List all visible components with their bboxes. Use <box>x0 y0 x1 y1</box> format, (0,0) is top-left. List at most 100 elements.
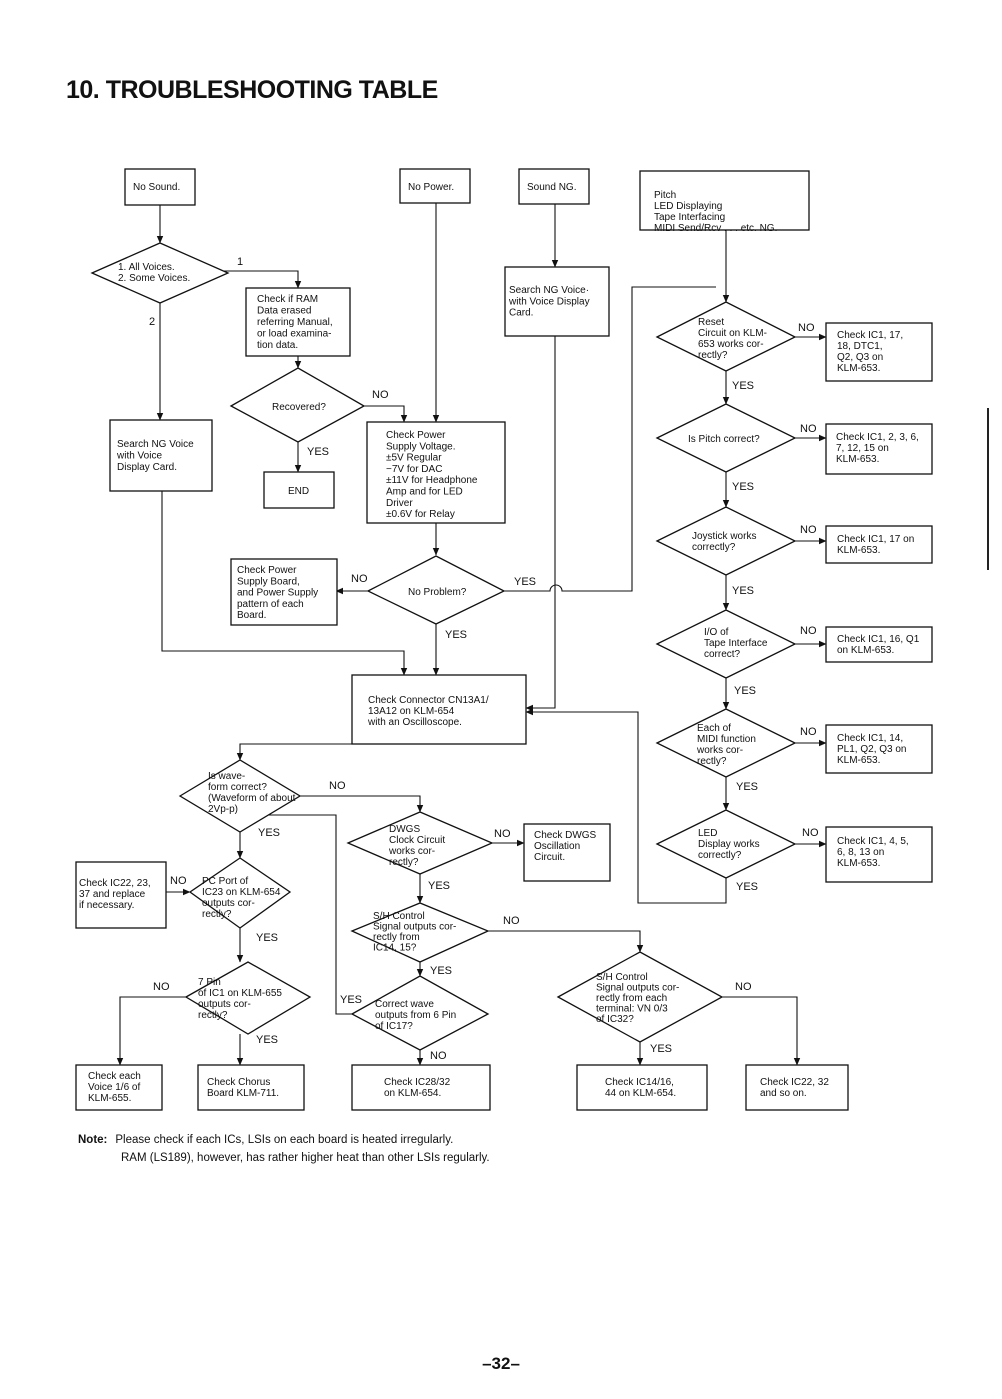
node-text-line: if necessary. <box>79 900 134 911</box>
node-text: No Problem? <box>408 587 467 598</box>
node-text-line: Recovered? <box>272 402 326 413</box>
label-no: NO <box>494 828 511 840</box>
node-text-line: ±5V Regular <box>386 453 442 464</box>
page-title: 10. TROUBLESHOOTING TABLE <box>66 76 438 104</box>
label-yes: YES <box>732 481 754 493</box>
node-text-line: rectly? <box>389 857 419 868</box>
node-text-line: and so on. <box>760 1088 807 1099</box>
node-text-line: I/O of <box>704 627 729 638</box>
decision-no-problem: No Problem? <box>366 555 506 625</box>
node-text-line: of IC32? <box>596 1014 634 1025</box>
node-text-line: ±11V for Headphone <box>386 475 478 486</box>
node-text-line: Check if RAM <box>257 294 318 305</box>
label-yes: YES <box>430 965 452 977</box>
node-text-line: LED Displaying <box>654 201 722 212</box>
node-text-line: Is wave- <box>208 771 245 782</box>
label-no: NO <box>329 780 346 792</box>
node-text-line: LED <box>698 828 717 839</box>
node-text-line: Check IC1, 17 on <box>837 534 914 545</box>
node-text-line: Check IC14/16, <box>605 1077 674 1088</box>
node-text-line: Supply Voltage. <box>386 441 456 452</box>
note-line-2: RAM (LS189), however, has rather higher … <box>121 1152 490 1164</box>
node-text: No Sound. <box>133 182 180 193</box>
label-no: NO <box>800 423 817 435</box>
node-text-line: Signal outputs cor- <box>373 922 456 933</box>
node-text-line: (Waveform of about <box>208 793 296 804</box>
node-text-line: Check Power <box>386 430 446 441</box>
node-text-line: Data erased <box>257 306 311 317</box>
node-text-line: Is Pitch correct? <box>688 434 760 445</box>
node-text-line: 13A12 on KLM-654 <box>368 706 455 717</box>
label-yes: YES <box>650 1043 672 1055</box>
node-text-line: Display Card. <box>117 462 177 473</box>
label-no: NO <box>735 981 752 993</box>
node-text-line: IC23 on KLM-654 <box>202 887 281 898</box>
node-text-line: on KLM-654. <box>384 1088 441 1099</box>
decision-recovered: Recovered? <box>229 367 366 443</box>
node-text-line: pattern of each <box>237 599 304 610</box>
node-text: Check IC14/16,44 on KLM-654. <box>605 1077 676 1099</box>
node-text-line: No Problem? <box>408 587 467 598</box>
node-text: END <box>288 486 309 497</box>
label-no: NO <box>351 573 368 585</box>
node-text-line: Tape Interfacing <box>654 212 725 223</box>
node-text-line: ±0.6V for Relay <box>386 509 455 520</box>
node-text-line: Joystick works <box>692 531 756 542</box>
node-text-line: Check IC1, 17, <box>837 330 903 341</box>
node-text-line: Circuit on KLM- <box>698 328 767 339</box>
scan-edge-mark <box>987 408 989 570</box>
node-text-line: 7 Pin <box>198 977 221 988</box>
node-check-ic14-16: Check IC14/16,44 on KLM-654. <box>576 1064 708 1111</box>
label-no: NO <box>503 915 520 927</box>
node-text-line: Board. <box>237 610 266 621</box>
node-text-line: Check Connector CN13A1/ <box>368 695 489 706</box>
node-text-line: Amp and for LED <box>386 487 463 498</box>
node-text-line: DWGS <box>389 824 420 835</box>
node-text-line: correctly? <box>692 542 736 553</box>
node-text-line: referring Manual, <box>257 317 333 328</box>
node-text-line: KLM-653. <box>837 858 880 869</box>
node-text-line: Search NG Voice· <box>509 285 589 296</box>
node-text-line: IC14, 15? <box>373 943 417 954</box>
node-text-line: rectly? <box>697 756 727 767</box>
node-text-line: of IC1 on KLM-655 <box>198 988 282 999</box>
node-text-line: Each of <box>697 723 731 734</box>
node-text-line: Board KLM-711. <box>207 1088 279 1099</box>
node-text-line: 7, 12, 15 on <box>836 443 889 454</box>
label-no: NO <box>798 322 815 334</box>
node-text-line: No Sound. <box>133 182 180 193</box>
footnote: Note:Please check if each ICs, LSIs on e… <box>78 1131 490 1167</box>
label-yes: YES <box>428 880 450 892</box>
node-text-line: Oscillation <box>534 841 580 852</box>
node-text-line: of IC17? <box>375 1021 413 1032</box>
node-text-line: Check IC1, 2, 3, 6, <box>836 432 919 443</box>
label-no: NO <box>153 981 170 993</box>
node-text-line: KLM-655. <box>88 1093 131 1104</box>
node-text-line: terminal: VN 0/3 <box>596 1004 668 1015</box>
